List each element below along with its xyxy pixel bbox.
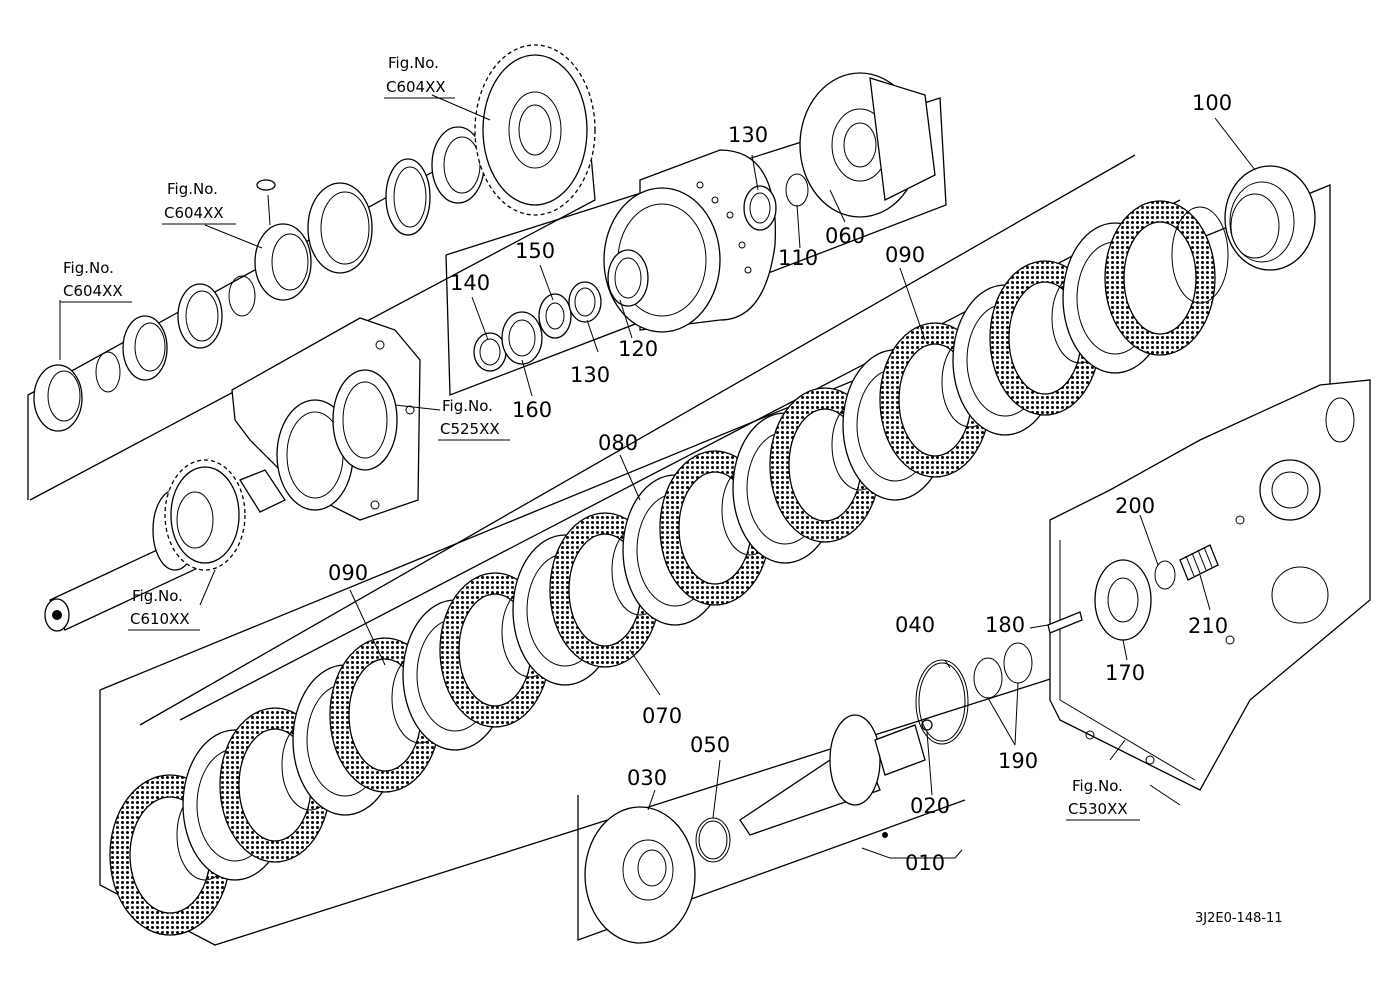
label-010: 010: [905, 851, 945, 875]
fig-ref-c525: Fig.No. C525XX: [438, 397, 510, 441]
svg-text:Fig.No.: Fig.No.: [442, 397, 493, 415]
svg-text:C604XX: C604XX: [386, 78, 446, 96]
piston-shaft-group: [584, 544, 1219, 944]
svg-text:C530XX: C530XX: [1068, 800, 1128, 818]
figure-references: Fig.No. C604XX Fig.No. C604XX Fig.No. C6…: [60, 54, 1140, 821]
label-050: 050: [690, 733, 730, 757]
svg-text:Fig.No.: Fig.No.: [1072, 777, 1123, 795]
clutch-drum-group: [473, 72, 936, 372]
svg-text:Fig.No.: Fig.No.: [132, 587, 183, 605]
part-number-labels: 010 020 030 040 050 060 070 080 090 090 …: [328, 91, 1232, 875]
svg-text:C610XX: C610XX: [130, 610, 190, 628]
svg-text:C604XX: C604XX: [63, 282, 123, 300]
label-130-upper: 130: [728, 123, 768, 147]
label-190: 190: [998, 749, 1038, 773]
label-090-upper: 090: [885, 243, 925, 267]
label-120: 120: [618, 337, 658, 361]
label-200: 200: [1115, 494, 1155, 518]
label-060: 060: [825, 224, 865, 248]
fig-ref-c604-middle: Fig.No. C604XX: [162, 180, 236, 225]
label-020: 020: [910, 794, 950, 818]
label-150: 150: [515, 239, 555, 263]
label-210: 210: [1188, 614, 1228, 638]
label-140: 140: [450, 271, 490, 295]
fig-ref-c604-top: Fig.No. C604XX: [384, 54, 455, 99]
fig-ref-c604-left: Fig.No. C604XX: [60, 259, 132, 303]
label-080: 080: [598, 431, 638, 455]
drawing-code: 3J2E0-148-11: [1195, 911, 1283, 926]
label-090-lower: 090: [328, 561, 368, 585]
input-shaft-c610: [44, 459, 286, 632]
fig-ref-c530: Fig.No. C530XX: [1066, 777, 1140, 821]
label-130-lower: 130: [570, 363, 610, 387]
front-shaft-parts: [33, 44, 596, 432]
label-030: 030: [627, 766, 667, 790]
svg-text:C604XX: C604XX: [164, 204, 224, 222]
label-040: 040: [895, 613, 935, 637]
label-180: 180: [985, 613, 1025, 637]
transmission-housing-c525: [231, 317, 421, 521]
clutch-disc-pack: [109, 165, 1316, 936]
label-160: 160: [512, 398, 552, 422]
label-100: 100: [1192, 91, 1232, 115]
svg-text:C525XX: C525XX: [440, 420, 500, 438]
label-070: 070: [642, 704, 682, 728]
svg-text:Fig.No.: Fig.No.: [388, 54, 439, 72]
label-170: 170: [1105, 661, 1145, 685]
svg-text:Fig.No.: Fig.No.: [167, 180, 218, 198]
assembly-frame-lines: [27, 86, 1331, 946]
label-110: 110: [778, 246, 818, 270]
fig-ref-c610: Fig.No. C610XX: [128, 587, 200, 631]
svg-text:Fig.No.: Fig.No.: [63, 259, 114, 277]
leader-lines: [59, 94, 1256, 859]
transmission-housing-c530: [1049, 379, 1371, 791]
